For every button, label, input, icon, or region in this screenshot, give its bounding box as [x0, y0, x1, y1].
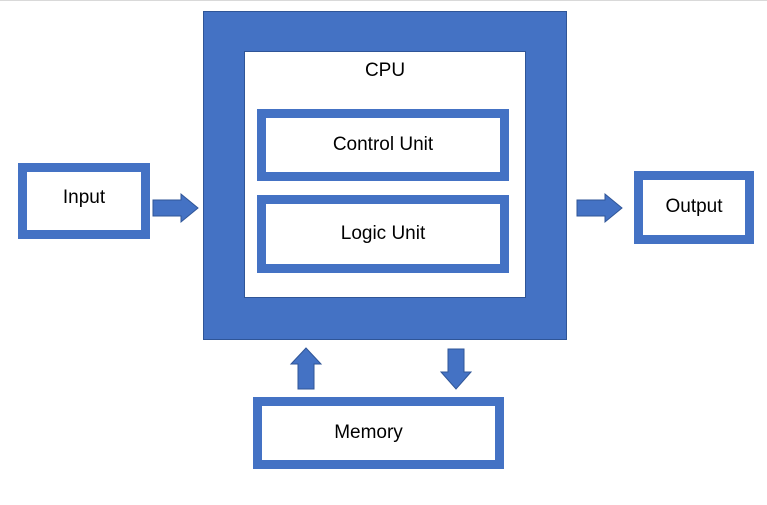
- logic-unit-box: Logic Unit: [257, 195, 509, 273]
- control-unit-label: Control Unit: [332, 134, 434, 155]
- output-label: Output: [665, 195, 723, 217]
- cpu-to-memory-arrow: [439, 348, 473, 390]
- input-label: Input: [62, 187, 106, 208]
- output-box: Output: [634, 171, 754, 244]
- memory-box: Memory: [253, 397, 504, 469]
- memory-to-cpu-arrow: [289, 347, 323, 390]
- logic-unit-label: Logic Unit: [340, 223, 426, 244]
- cpu-to-output-arrow: [576, 192, 623, 224]
- memory-label: Memory: [334, 422, 403, 443]
- top-divider: [0, 0, 767, 1]
- control-unit-box: Control Unit: [257, 109, 509, 181]
- input-box: Input: [18, 163, 150, 239]
- input-to-cpu-arrow: [152, 192, 199, 224]
- cpu-label: CPU: [364, 60, 406, 81]
